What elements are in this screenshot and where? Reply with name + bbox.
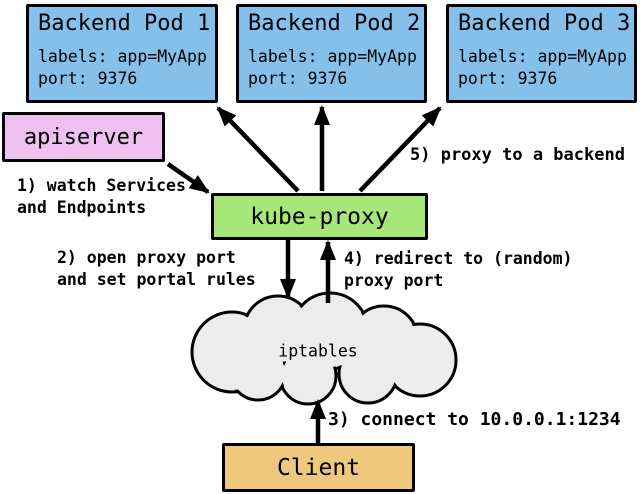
step5-proxy-backend-label: 5) proxy to a backend [410, 144, 625, 166]
apiserver-label: apiserver [23, 124, 144, 150]
client-label: Client [276, 454, 361, 481]
apiserver-box: apiserver [2, 112, 165, 162]
backend-pod-3-box: Backend Pod 3 labels: app=MyApp port: 93… [446, 4, 637, 103]
backend-pod-1-box: Backend Pod 1 labels: app=MyApp port: 93… [26, 4, 218, 103]
iptables-label: iptables [278, 341, 358, 361]
backend-pod-1-labels: labels: app=MyApp [38, 47, 207, 66]
kube-proxy-box: kube-proxy [211, 193, 428, 240]
step2-line1: 2) open proxy port [57, 248, 236, 267]
backend-pod-3-title: Backend Pod 3 [458, 11, 631, 36]
backend-pod-1-port: port: 9376 [38, 69, 138, 88]
backend-pod-1-title: Backend Pod 1 [38, 11, 211, 36]
arrow-kube-proxy-to-pod3 [358, 106, 442, 193]
backend-pod-3-port: port: 9376 [458, 69, 558, 88]
arrow-kube-proxy-to-pod1 [216, 106, 300, 193]
arrow-apiserver-to-kube-proxy [166, 162, 210, 194]
step4-line1: 4) redirect to (random) [344, 249, 573, 268]
step5-line1: 5) proxy to a backend [410, 145, 625, 165]
step2-line2: and set portal rules [57, 270, 256, 289]
kube-proxy-label: kube-proxy [250, 203, 389, 230]
backend-pod-2-port: port: 9376 [248, 69, 348, 88]
step3-line1: 3) connect to 10.0.0.1:1234 [328, 409, 621, 430]
step3-connect-label: 3) connect to 10.0.0.1:1234 [328, 409, 621, 431]
step4-redirect-label: 4) redirect to (random) proxy port [344, 248, 572, 292]
backend-pod-2-title: Backend Pod 2 [248, 11, 421, 36]
backend-pod-3-labels: labels: app=MyApp [458, 47, 627, 66]
step1-watch-services-label: 1) watch Services and Endpoints [17, 175, 186, 219]
step1-line2: and Endpoints [17, 198, 147, 217]
client-box: Client [222, 443, 415, 492]
backend-pod-2-labels: labels: app=MyApp [248, 47, 417, 66]
step2-open-proxy-port-label: 2) open proxy port and set portal rules [57, 247, 256, 291]
step1-line1: 1) watch Services [17, 176, 186, 195]
iptables-cloud [190, 291, 458, 406]
step4-line2: proxy port [344, 271, 444, 290]
backend-pod-2-box: Backend Pod 2 labels: app=MyApp port: 93… [236, 4, 427, 103]
